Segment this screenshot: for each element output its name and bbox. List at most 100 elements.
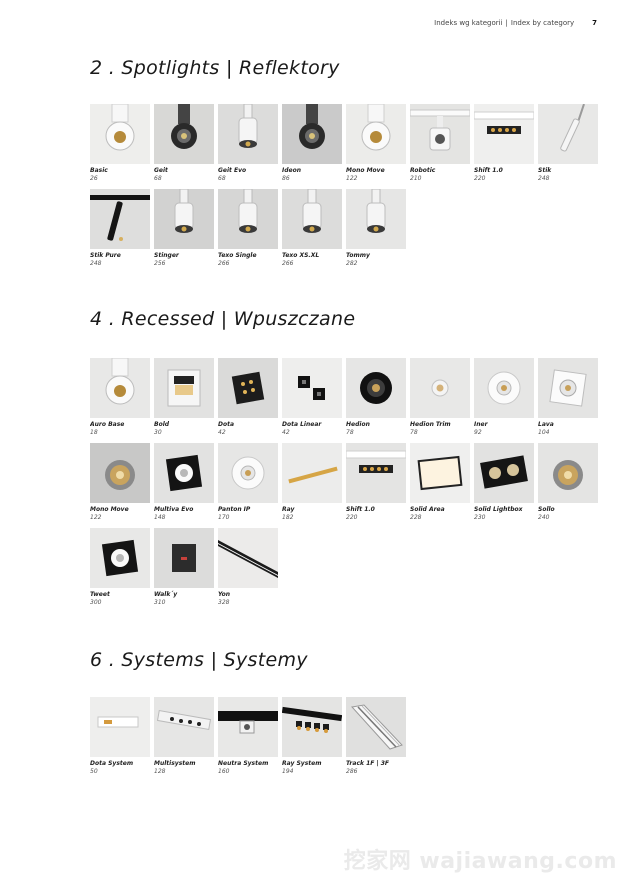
product-page-number: 230 — [474, 514, 486, 521]
product-photo — [90, 697, 150, 757]
product-page-number: 18 — [90, 429, 98, 436]
product-photo — [282, 443, 342, 503]
product-photo — [218, 697, 278, 757]
product-page-number: 220 — [474, 175, 486, 182]
track-dots-icon — [156, 709, 212, 731]
product-name: Shift 1.0 — [474, 167, 503, 174]
product-page-number: 248 — [90, 260, 102, 267]
product-page-number: 228 — [410, 514, 422, 521]
product-photo — [154, 104, 214, 164]
header-category-pl: Indeks wg kategorii — [434, 19, 503, 27]
product-page-number: 148 — [154, 514, 166, 521]
product-photo — [474, 104, 534, 164]
product-name: Stik — [538, 167, 552, 174]
dark-spot-icon — [299, 104, 325, 149]
round-spot-icon — [105, 104, 135, 151]
product-page-number: 86 — [282, 175, 290, 182]
watermark: 挖家网 wajiawang.com — [343, 849, 617, 874]
product-photo — [538, 358, 598, 418]
round-white-icon — [487, 371, 521, 405]
product-photo — [154, 358, 214, 418]
product-name: Stik Pure — [90, 252, 121, 259]
product-name: Walk´y — [154, 591, 178, 598]
round-spot-icon — [105, 358, 135, 405]
product-name: Mono Move — [90, 506, 129, 513]
cylinder-spot-icon — [238, 104, 258, 148]
product-name: Stinger — [154, 252, 179, 259]
section-title-systems: 6 . Systems | Systemy — [90, 649, 308, 671]
product-page-number: 92 — [474, 429, 482, 436]
product-page-number: 248 — [538, 175, 550, 182]
product-photo — [538, 443, 598, 503]
double-square-icon — [298, 376, 325, 400]
product-photo — [218, 358, 278, 418]
cylinder-spot-icon — [238, 189, 258, 233]
product-name: Multisystem — [154, 760, 196, 767]
product-page-number: 194 — [282, 768, 294, 775]
product-photo — [154, 189, 214, 249]
product-photo — [218, 104, 278, 164]
product-photo — [410, 104, 470, 164]
round-gold-icon — [105, 460, 135, 490]
product-page-number: 128 — [154, 768, 166, 775]
product-photo — [90, 358, 150, 418]
product-photo — [282, 358, 342, 418]
product-photo — [218, 528, 278, 588]
product-page-number: 266 — [282, 260, 294, 267]
product-name: Mono Move — [346, 167, 385, 174]
double-dark-icon — [480, 455, 528, 489]
track-spot-icon — [410, 109, 470, 151]
round-gold-icon — [553, 460, 583, 490]
product-page-number: 300 — [90, 599, 102, 606]
product-name: Hedion — [346, 421, 370, 428]
led-bar-icon — [474, 111, 534, 134]
product-name: Panton IP — [218, 506, 251, 513]
product-name: Geit Evo — [218, 167, 247, 174]
product-name: Robotic — [410, 167, 436, 174]
page-number: 7 — [592, 19, 597, 27]
product-photo — [410, 443, 470, 503]
product-page-number: 42 — [218, 429, 226, 436]
product-name: Dota System — [90, 760, 134, 767]
panel-glow-icon — [417, 455, 463, 491]
product-photo — [282, 697, 342, 757]
